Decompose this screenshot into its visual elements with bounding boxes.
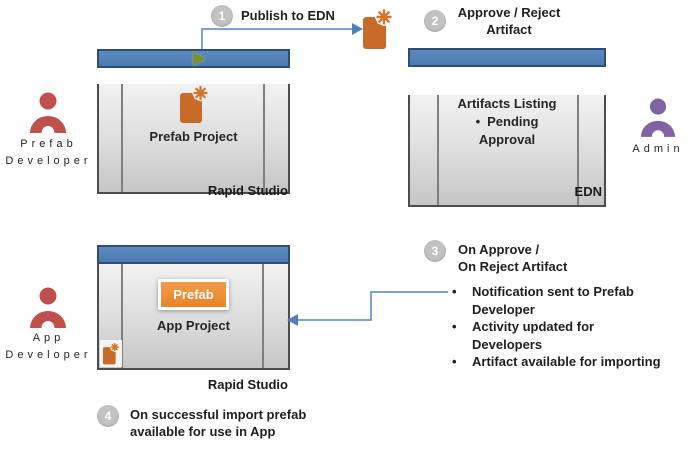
note-item: •Artifact available for importing bbox=[452, 354, 661, 369]
prefab-button: Prefab bbox=[158, 279, 229, 310]
step-4-line2: available for use in App bbox=[130, 424, 276, 439]
connector-notify-horizontal-bottom bbox=[297, 319, 372, 321]
window-caption-edn: EDN bbox=[574, 184, 602, 199]
play-icon bbox=[193, 52, 206, 66]
imported-artifact-icon bbox=[102, 342, 120, 365]
arrowhead-right-icon bbox=[352, 23, 363, 35]
step-2-badge: 2 bbox=[424, 10, 446, 32]
step-3-line2: On Reject Artifact bbox=[458, 259, 568, 274]
step-1-label: Publish to EDN bbox=[241, 8, 335, 23]
actor-prefab-developer-icon bbox=[29, 92, 67, 138]
bullet-icon: • bbox=[452, 319, 457, 334]
connector-publish-horizontal bbox=[201, 28, 353, 30]
step-4-label: On successful import prefab available fo… bbox=[130, 406, 306, 440]
window-caption-rapid-studio-1: Rapid Studio bbox=[207, 183, 288, 198]
right-rail-divider bbox=[262, 264, 264, 368]
window-rapid-studio-2: Prefab App Project bbox=[97, 245, 290, 370]
window-edn: Artifacts Listing •Pending Approval bbox=[408, 48, 606, 207]
bullet-icon: • bbox=[475, 114, 481, 129]
imported-artifact-cell bbox=[100, 340, 122, 367]
actor-app-developer-label: App Developer bbox=[5, 332, 92, 361]
window-content-label: Prefab Project bbox=[149, 129, 238, 144]
step-2-line1: Approve / Reject bbox=[457, 5, 561, 20]
edn-content-line3: Approval bbox=[478, 132, 536, 147]
window-rapid-studio-1: Prefab Project bbox=[97, 49, 290, 194]
step-3-badge: 3 bbox=[424, 240, 446, 262]
step-1-badge: 1 bbox=[211, 5, 233, 27]
outcome-notes-list: •Notification sent to Prefab Developer •… bbox=[452, 283, 666, 371]
step-3-line1: On Approve / bbox=[458, 242, 540, 257]
window-body: Prefab Project bbox=[97, 84, 290, 194]
bullet-icon: • bbox=[452, 284, 457, 299]
window-titlebar bbox=[408, 48, 606, 67]
window-body: Artifacts Listing •Pending Approval bbox=[408, 95, 606, 207]
actor-admin-icon bbox=[640, 98, 676, 142]
right-rail-divider bbox=[263, 84, 265, 192]
window-caption-rapid-studio-2: Rapid Studio bbox=[207, 377, 288, 392]
connector-notify-horizontal-top bbox=[370, 291, 448, 293]
bullet-icon: • bbox=[452, 354, 457, 369]
left-rail-divider bbox=[121, 84, 123, 192]
step-3-label: On Approve / On Reject Artifact bbox=[458, 241, 567, 275]
left-rail-divider bbox=[121, 264, 123, 368]
window-titlebar bbox=[97, 49, 290, 68]
actor-admin-label: Admin bbox=[632, 143, 684, 155]
window-titlebar bbox=[97, 245, 290, 264]
step-4-line1: On successful import prefab bbox=[130, 407, 307, 422]
prefab-artifact-icon bbox=[99, 84, 288, 129]
note-item: •Activity updated for Developers bbox=[452, 319, 595, 352]
arrowhead-left-icon bbox=[287, 314, 298, 326]
edn-content-line1: Artifacts Listing bbox=[457, 96, 557, 111]
step-2-line2: Artifact bbox=[486, 22, 532, 37]
step-2-label: Approve / Reject Artifact bbox=[448, 4, 570, 38]
edn-content-line2: •Pending bbox=[475, 114, 539, 129]
window-content-label: App Project bbox=[157, 318, 230, 333]
actor-app-developer-icon bbox=[29, 287, 67, 333]
note-item: •Notification sent to Prefab Developer bbox=[452, 284, 634, 317]
connector-publish-vertical bbox=[201, 28, 203, 50]
step-4-badge: 4 bbox=[97, 405, 119, 427]
connector-notify-vertical bbox=[370, 291, 372, 321]
right-rail-divider bbox=[577, 95, 579, 205]
actor-prefab-developer-label: Prefab Developer bbox=[5, 138, 92, 167]
window-body: Prefab App Project bbox=[97, 264, 290, 370]
left-rail-divider bbox=[437, 95, 439, 205]
published-artifact-icon bbox=[361, 7, 393, 56]
